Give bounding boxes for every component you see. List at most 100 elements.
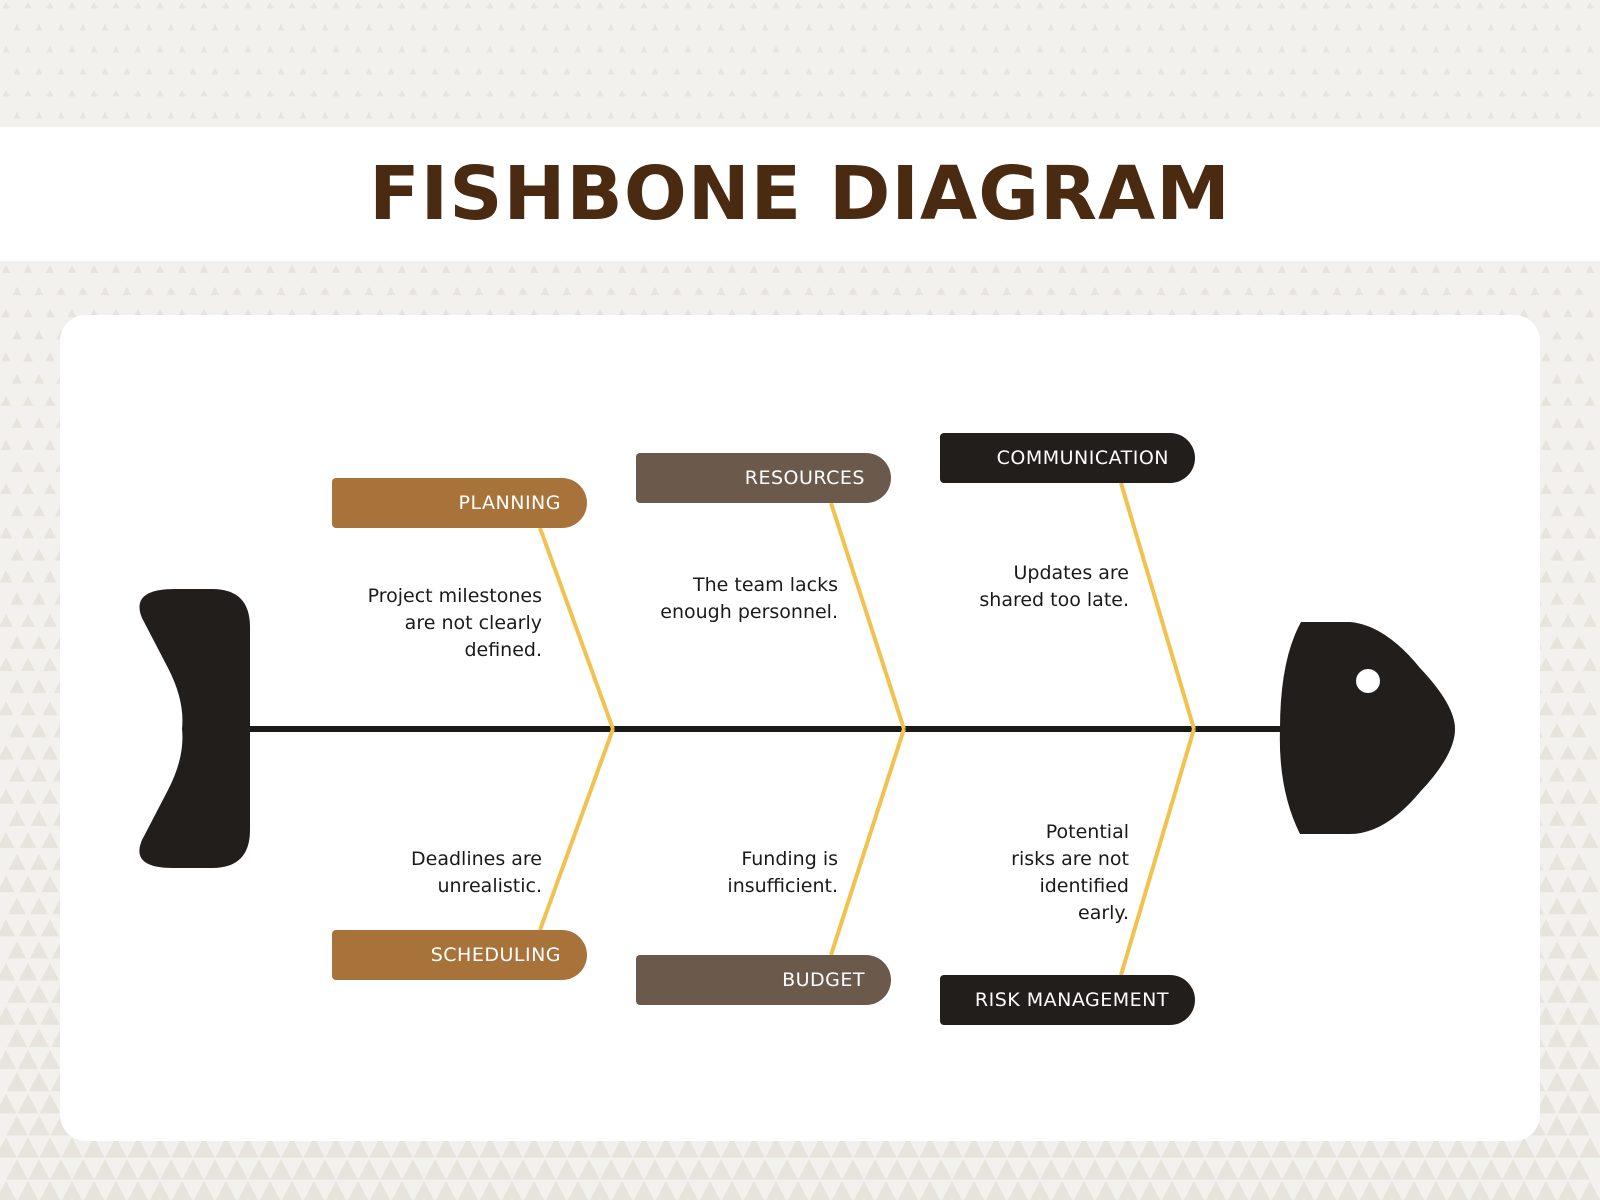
pattern-triangle: [1366, 2, 1374, 9]
pattern-triangle: [540, 286, 550, 296]
pattern-triangle: [1091, 112, 1099, 119]
pattern-triangle: [1343, 264, 1353, 274]
pattern-triangle: [0, 788, 15, 804]
pattern-triangle: [980, 286, 990, 296]
pattern-triangle: [519, 68, 527, 75]
pattern-triangle: [926, 90, 934, 97]
pattern-triangle: [618, 90, 626, 97]
pattern-triangle: [244, 46, 252, 53]
pattern-triangle: [23, 352, 33, 362]
pattern-triangle: [1289, 24, 1297, 31]
pattern-triangle: [39, 1050, 61, 1070]
pattern-triangle: [1465, 112, 1473, 119]
pattern-triangle: [167, 24, 175, 31]
pattern-triangle: [40, 962, 60, 981]
pattern-triangle: [1359, 1181, 1381, 1200]
pattern-triangle: [29, 984, 49, 1003]
pattern-triangle: [904, 90, 912, 97]
pattern-triangle: [1299, 264, 1309, 274]
pattern-triangle: [1585, 352, 1595, 362]
pattern-triangle: [1080, 46, 1088, 53]
pattern-triangle: [1447, 1137, 1469, 1158]
pattern-triangle: [1530, 286, 1540, 296]
pattern-triangle: [849, 68, 857, 75]
pattern-triangle: [266, 90, 274, 97]
pattern-triangle: [1513, 1181, 1535, 1200]
pattern-triangle: [149, 1137, 171, 1158]
pattern-triangle: [409, 68, 417, 75]
pattern-triangle: [1535, 1137, 1557, 1158]
pattern-triangle: [1366, 90, 1374, 97]
pattern-triangle: [1573, 417, 1585, 428]
pattern-triangle: [496, 286, 506, 296]
pattern-triangle: [512, 1159, 534, 1180]
pattern-triangle: [9, 723, 25, 738]
pattern-triangle: [1266, 286, 1276, 296]
pattern-triangle: [387, 68, 395, 75]
pattern-triangle: [970, 90, 978, 97]
pattern-triangle: [1487, 68, 1495, 75]
pattern-triangle: [1300, 46, 1308, 53]
pattern-triangle: [970, 46, 978, 53]
pattern-triangle: [1029, 1137, 1051, 1158]
pattern-triangle: [1420, 286, 1430, 296]
pattern-triangle: [1549, 635, 1565, 649]
pattern-triangle: [365, 68, 373, 75]
pattern-triangle: [1575, 68, 1583, 75]
pattern-triangle: [1546, 1115, 1568, 1136]
pattern-triangle: [431, 68, 439, 75]
pattern-triangle: [343, 112, 351, 119]
pattern-triangle: [805, 68, 813, 75]
pattern-triangle: [287, 264, 297, 274]
pattern-triangle: [1201, 112, 1209, 119]
pattern-triangle: [655, 1181, 677, 1200]
pattern-triangle: [1095, 1137, 1117, 1158]
pattern-triangle: [112, 90, 120, 97]
pattern-triangle: [1069, 112, 1077, 119]
pattern-triangle: [761, 112, 769, 119]
pattern-triangle: [831, 1181, 853, 1200]
pattern-triangle: [952, 1159, 974, 1180]
pattern-triangle: [365, 112, 373, 119]
pattern-triangle: [83, 1181, 105, 1200]
pattern-triangle: [1560, 701, 1576, 716]
pattern-triangle: [963, 1137, 985, 1158]
pattern-triangle: [354, 46, 362, 53]
pattern-triangle: [57, 24, 65, 31]
pattern-triangle: [24, 46, 32, 53]
pattern-triangle: [442, 2, 450, 9]
pattern-triangle: [1101, 264, 1111, 274]
pattern-triangle: [20, 744, 36, 760]
pattern-triangle: [19, 832, 37, 848]
pattern-triangle: [479, 1137, 501, 1158]
pattern-triangle: [1582, 701, 1598, 716]
pattern-triangle: [1563, 264, 1573, 274]
pattern-triangle: [1013, 264, 1023, 274]
pattern-triangle: [1585, 264, 1595, 274]
pattern-triangle: [1570, 810, 1588, 826]
pattern-triangle: [402, 1159, 424, 1180]
pattern-triangle: [475, 112, 483, 119]
pattern-triangle: [622, 1159, 644, 1180]
pattern-triangle: [518, 286, 528, 296]
pattern-triangle: [1271, 1181, 1293, 1200]
pattern-triangle: [864, 1159, 886, 1180]
pattern-triangle: [90, 90, 98, 97]
pattern-triangle: [1575, 24, 1583, 31]
pattern-triangle: [1267, 112, 1275, 119]
pattern-triangle: [589, 1137, 611, 1158]
pattern-triangle: [1311, 68, 1319, 75]
pattern-triangle: [937, 112, 945, 119]
pattern-triangle: [816, 90, 824, 97]
pattern-triangle: [178, 90, 186, 97]
pattern-triangle: [771, 264, 781, 274]
pattern-triangle: [1550, 592, 1564, 605]
pattern-triangle: [1531, 112, 1539, 119]
pattern-triangle: [56, 286, 66, 296]
pattern-triangle: [728, 2, 736, 9]
pattern-triangle: [1568, 1071, 1590, 1092]
pattern-triangle: [1040, 1159, 1062, 1180]
pattern-triangle: [574, 2, 582, 9]
pattern-triangle: [783, 112, 791, 119]
pattern-triangle: [860, 90, 868, 97]
